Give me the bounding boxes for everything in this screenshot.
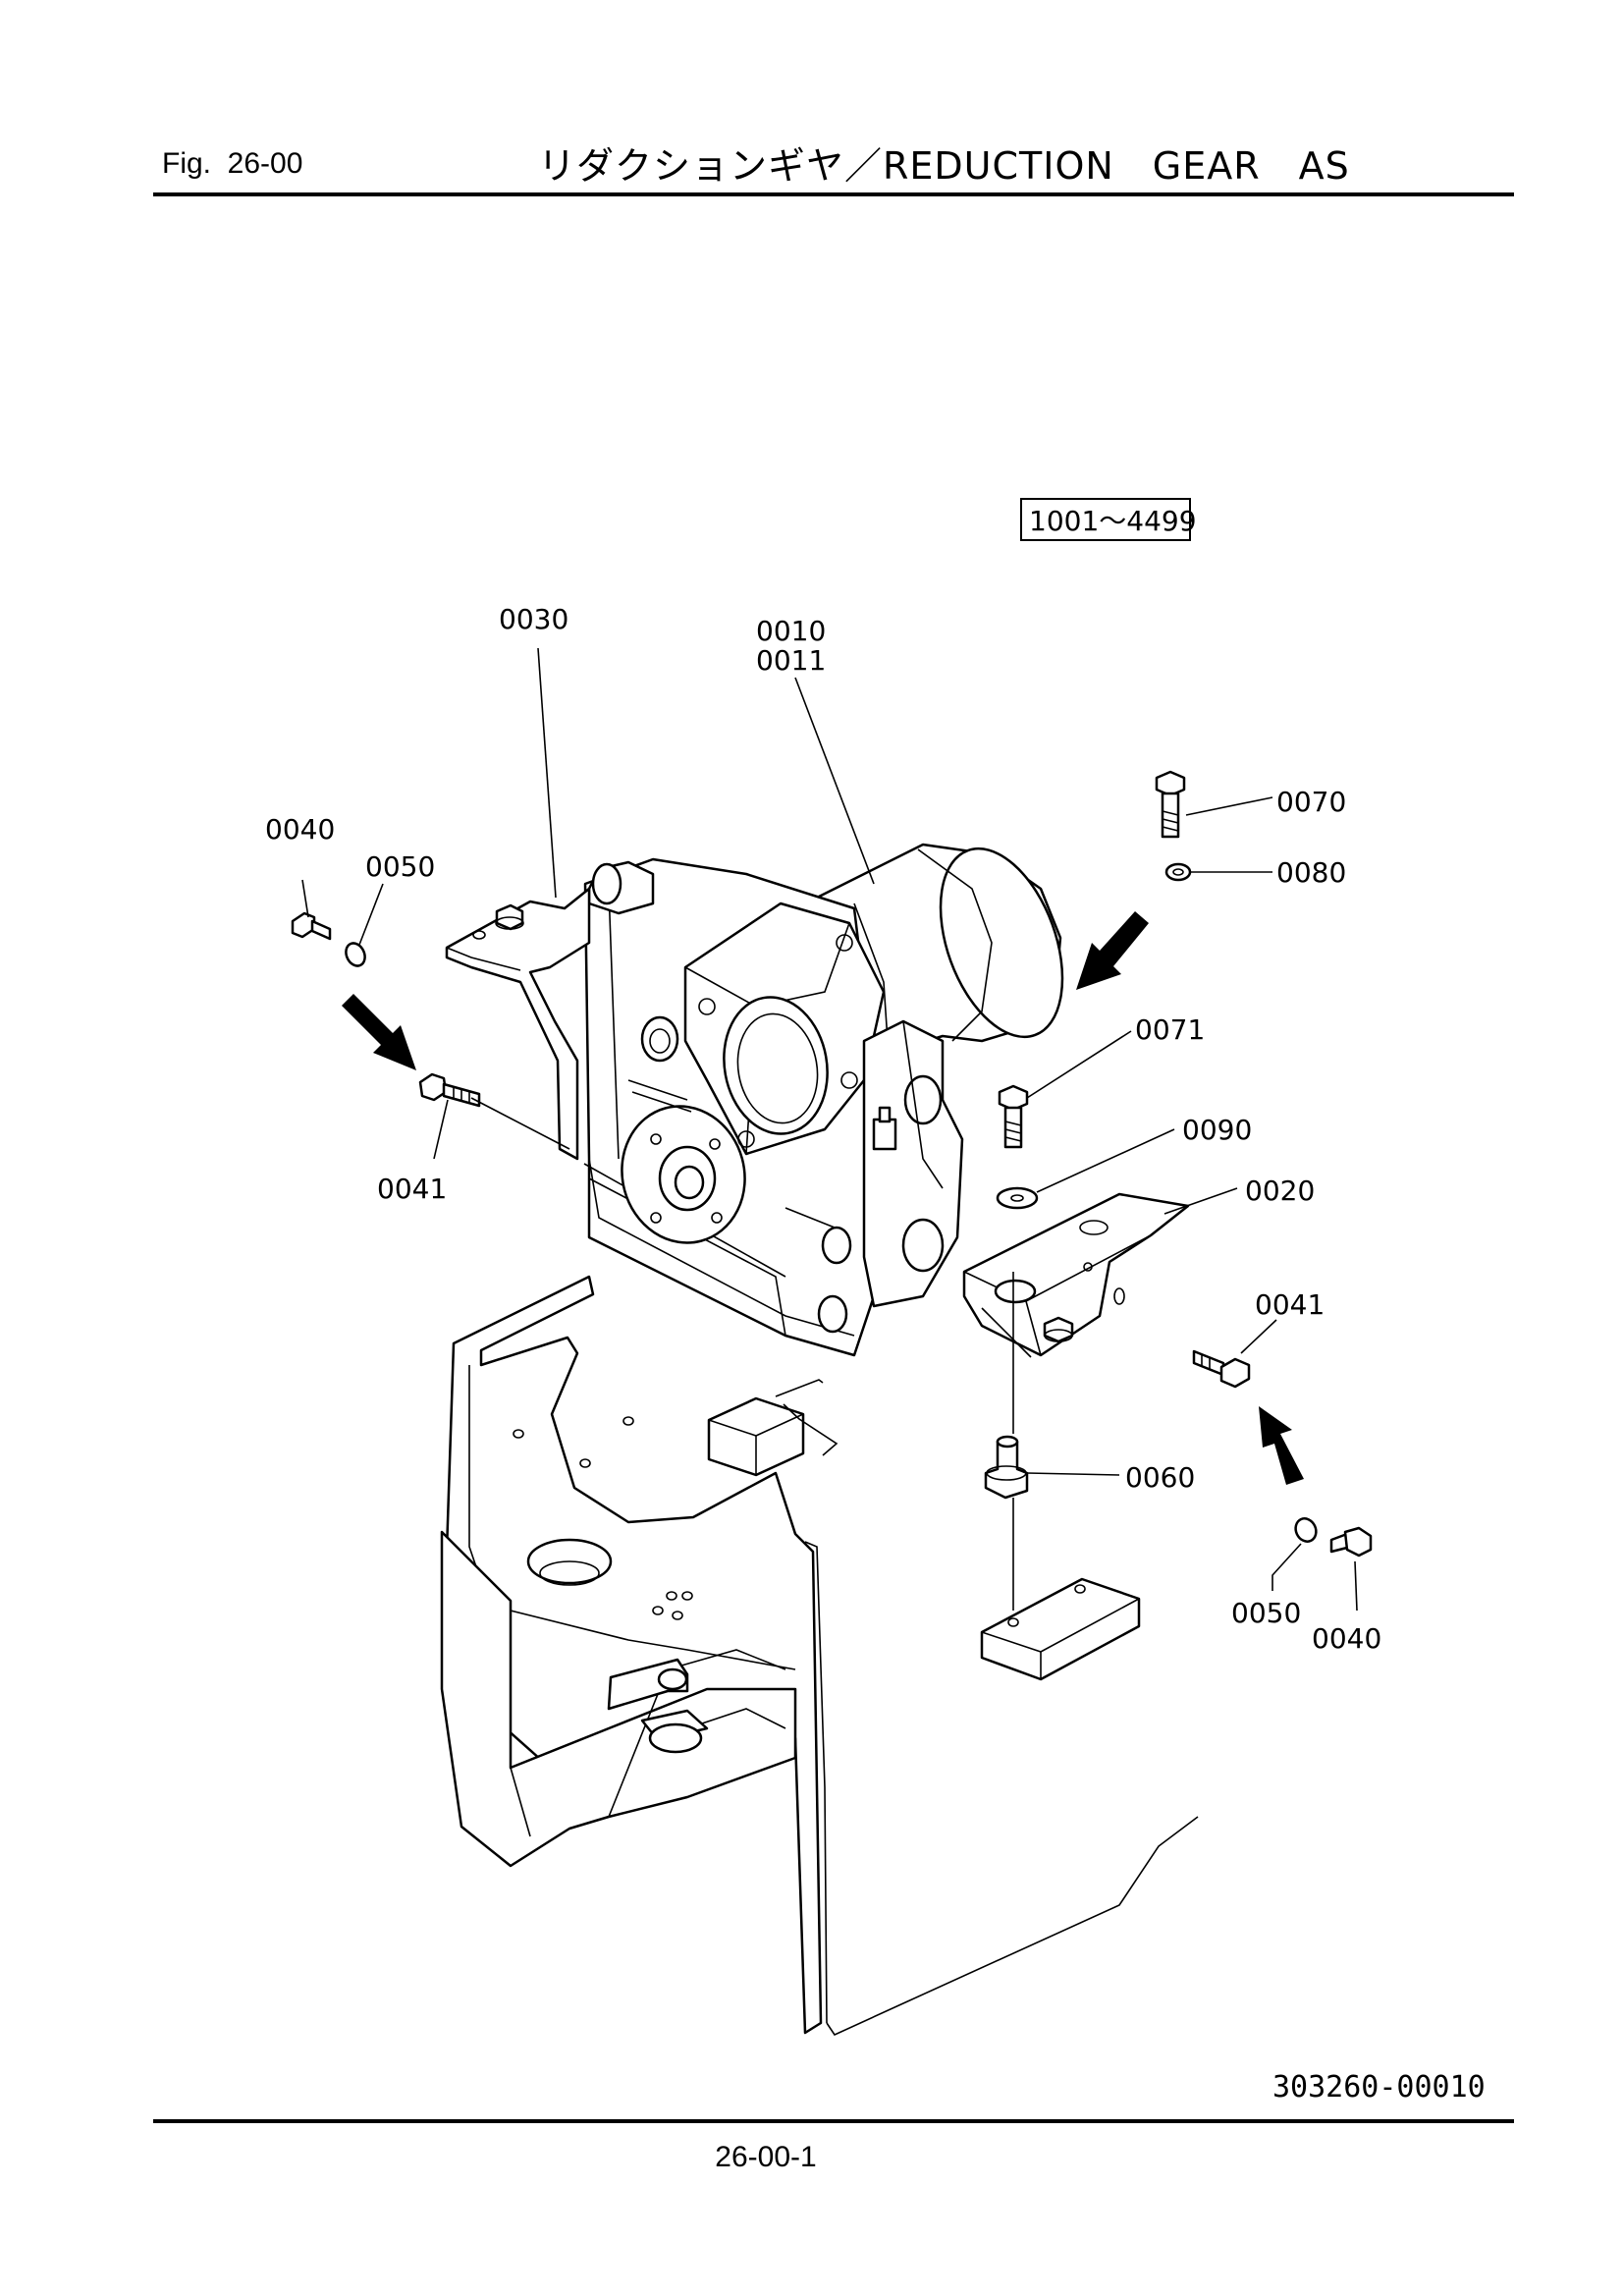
callout-0011: 0011 xyxy=(756,644,826,677)
serial-range-text: 1001～4499 xyxy=(1029,505,1197,537)
rubber-mount xyxy=(984,1435,1029,1500)
callout-0050-left: 0050 xyxy=(365,850,435,883)
callout-0060: 0060 xyxy=(1125,1461,1195,1494)
serial-range-box: 1001～4499 xyxy=(1020,498,1197,541)
lower-mount-plate xyxy=(980,1577,1141,1681)
callout-0090: 0090 xyxy=(1182,1114,1252,1146)
callout-0080: 0080 xyxy=(1276,856,1346,889)
arrow-upper-right-diagonal xyxy=(1076,911,1149,990)
bolt-0040-right xyxy=(1329,1526,1373,1558)
gear-housing xyxy=(583,843,1064,1357)
bolt-0071 xyxy=(998,1084,1029,1149)
callout-0040-right: 0040 xyxy=(1312,1622,1381,1655)
washer-0090 xyxy=(996,1186,1039,1210)
callout-0070: 0070 xyxy=(1276,786,1346,818)
bolt-0070 xyxy=(1155,770,1186,839)
footer-rule xyxy=(153,2119,1514,2123)
callout-0020: 0020 xyxy=(1245,1175,1315,1207)
arrow-left-diagonal xyxy=(342,994,416,1070)
page-number: 26-00-1 xyxy=(715,2141,817,2173)
washer-0050-left xyxy=(345,942,366,967)
right-mount-bracket xyxy=(962,1192,1190,1358)
frame-bracket xyxy=(440,1275,1199,2037)
left-support-bracket xyxy=(445,887,591,1161)
header-rule xyxy=(153,192,1514,196)
bolt-0040-left xyxy=(291,911,332,941)
callout-0040-left: 0040 xyxy=(265,813,335,846)
bolt-0041-left xyxy=(418,1072,481,1108)
callout-0030: 0030 xyxy=(499,603,568,635)
arrow-lower-right-up xyxy=(1259,1406,1304,1485)
callout-0050-right: 0050 xyxy=(1231,1597,1301,1629)
bolt-0041-right xyxy=(1192,1349,1251,1389)
leader-lines xyxy=(301,647,1358,1612)
washer-0080 xyxy=(1164,862,1192,882)
figure-number: Fig. 26-00 xyxy=(162,147,303,180)
callout-labels: 0030 0010 0011 0040 0050 0041 0070 0080 … xyxy=(265,603,1381,1655)
document-number: 303260-00010 xyxy=(1272,2070,1486,2105)
callout-0010: 0010 xyxy=(756,615,826,647)
page-title: リダクションギヤ／REDUCTION GEAR AS xyxy=(538,144,1350,188)
callout-0041-right: 0041 xyxy=(1255,1288,1325,1321)
callout-0071: 0071 xyxy=(1135,1013,1205,1046)
callout-0041-left: 0041 xyxy=(377,1173,447,1205)
washer-0050-right xyxy=(1294,1517,1318,1543)
